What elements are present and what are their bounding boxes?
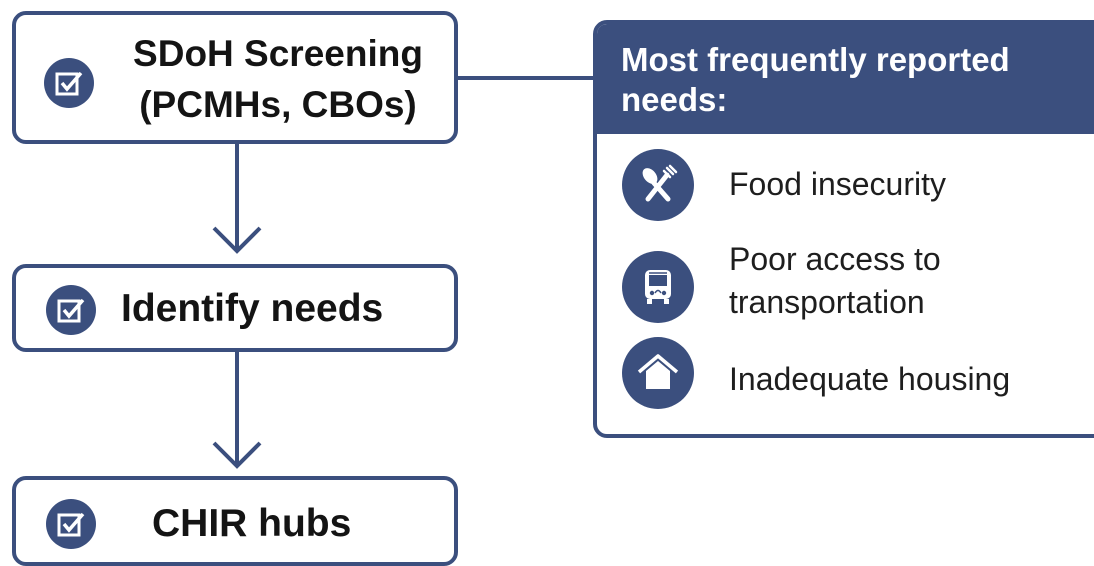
needs-panel: Most frequently reported needs: Food ins… xyxy=(593,20,1094,438)
needs-panel-header: Most frequently reported needs: xyxy=(597,24,1094,134)
bus-icon xyxy=(622,251,694,323)
checkbox-icon xyxy=(44,58,94,108)
flow-step-label: Identify needs xyxy=(121,287,384,330)
flow-step-identify-needs: Identify needs xyxy=(12,264,458,352)
flow-step-label: SDoH Screening (PCMHs, CBOs) xyxy=(133,33,423,125)
house-icon xyxy=(622,337,694,409)
arrow-down-icon xyxy=(212,226,262,254)
checkbox-icon xyxy=(46,285,96,335)
flow-step-sdoh-screening: SDoH Screening (PCMHs, CBOs) xyxy=(12,11,458,144)
flow-step-chir-hubs: CHIR hubs xyxy=(12,476,458,566)
flow-step-label: CHIR hubs xyxy=(152,502,352,545)
need-label: Inadequate housing xyxy=(729,361,1011,397)
needs-panel-title: Most frequently reported needs: xyxy=(621,41,1010,118)
need-label: Food insecurity xyxy=(729,166,946,202)
fork-knife-icon xyxy=(622,149,694,221)
arrow-down-icon xyxy=(212,441,262,469)
need-label: Poor access to transportation xyxy=(729,241,941,320)
checkbox-icon xyxy=(46,499,96,549)
